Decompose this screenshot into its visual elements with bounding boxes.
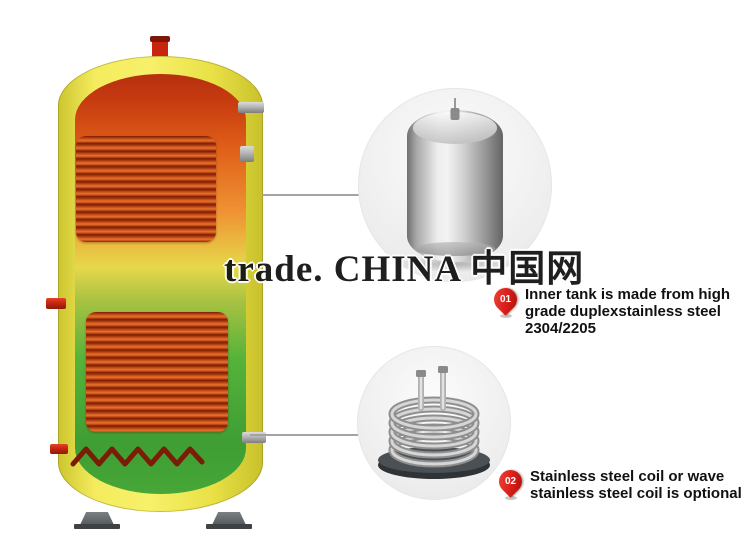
pin-wrap: 01	[489, 283, 522, 337]
annotation-text-coil: Stainless steel coil or wave stainless s…	[530, 468, 742, 502]
stainless-tank-image	[407, 98, 503, 262]
tank-right-fitting	[240, 146, 254, 162]
pin-number: 01	[499, 294, 512, 305]
stainless-coil-image	[378, 366, 490, 479]
tank-cross-section-diagram	[40, 30, 280, 545]
tank-top-pipe	[150, 36, 170, 62]
tank-top-fitting	[450, 108, 460, 120]
tank-upper-heat-exchanger-coil	[76, 136, 216, 242]
pin-shadow	[499, 314, 512, 318]
pin-number: 02	[504, 476, 517, 487]
tank-right-pipe-stub	[238, 102, 264, 113]
tank-lower-heat-exchanger-coil	[86, 312, 228, 432]
watermark: trade. CHINA 中国网	[224, 249, 585, 290]
tank-foot-plate	[74, 524, 120, 529]
inner-tank-photo	[358, 88, 552, 282]
callout-line-inner-tank	[262, 194, 360, 196]
steel-coil-photo	[357, 346, 511, 500]
tank-rod-fitting	[454, 98, 456, 116]
annotation-text-inner-tank: Inner tank is made from high grade duple…	[525, 286, 731, 337]
callout-line-coil	[250, 434, 358, 436]
annotation-inner-tank: 01 Inner tank is made from high grade du…	[489, 283, 746, 337]
tank-foot	[80, 512, 114, 525]
tank-left-lower-pipe-stub	[50, 444, 68, 454]
location-pin-icon: 02	[494, 465, 527, 498]
tank-heater-element-icon	[70, 446, 205, 467]
tank-foot-plate	[206, 524, 252, 529]
pin-wrap: 02	[494, 465, 527, 502]
tank-photo-shadow	[391, 256, 519, 272]
annotation-coil: 02 Stainless steel coil or wave stainles…	[494, 465, 747, 502]
pin-shadow	[504, 496, 517, 500]
tank-left-pipe-stub	[46, 298, 66, 309]
tank-foot	[212, 512, 246, 525]
tank-right-lower-pipe-stub	[242, 432, 266, 443]
